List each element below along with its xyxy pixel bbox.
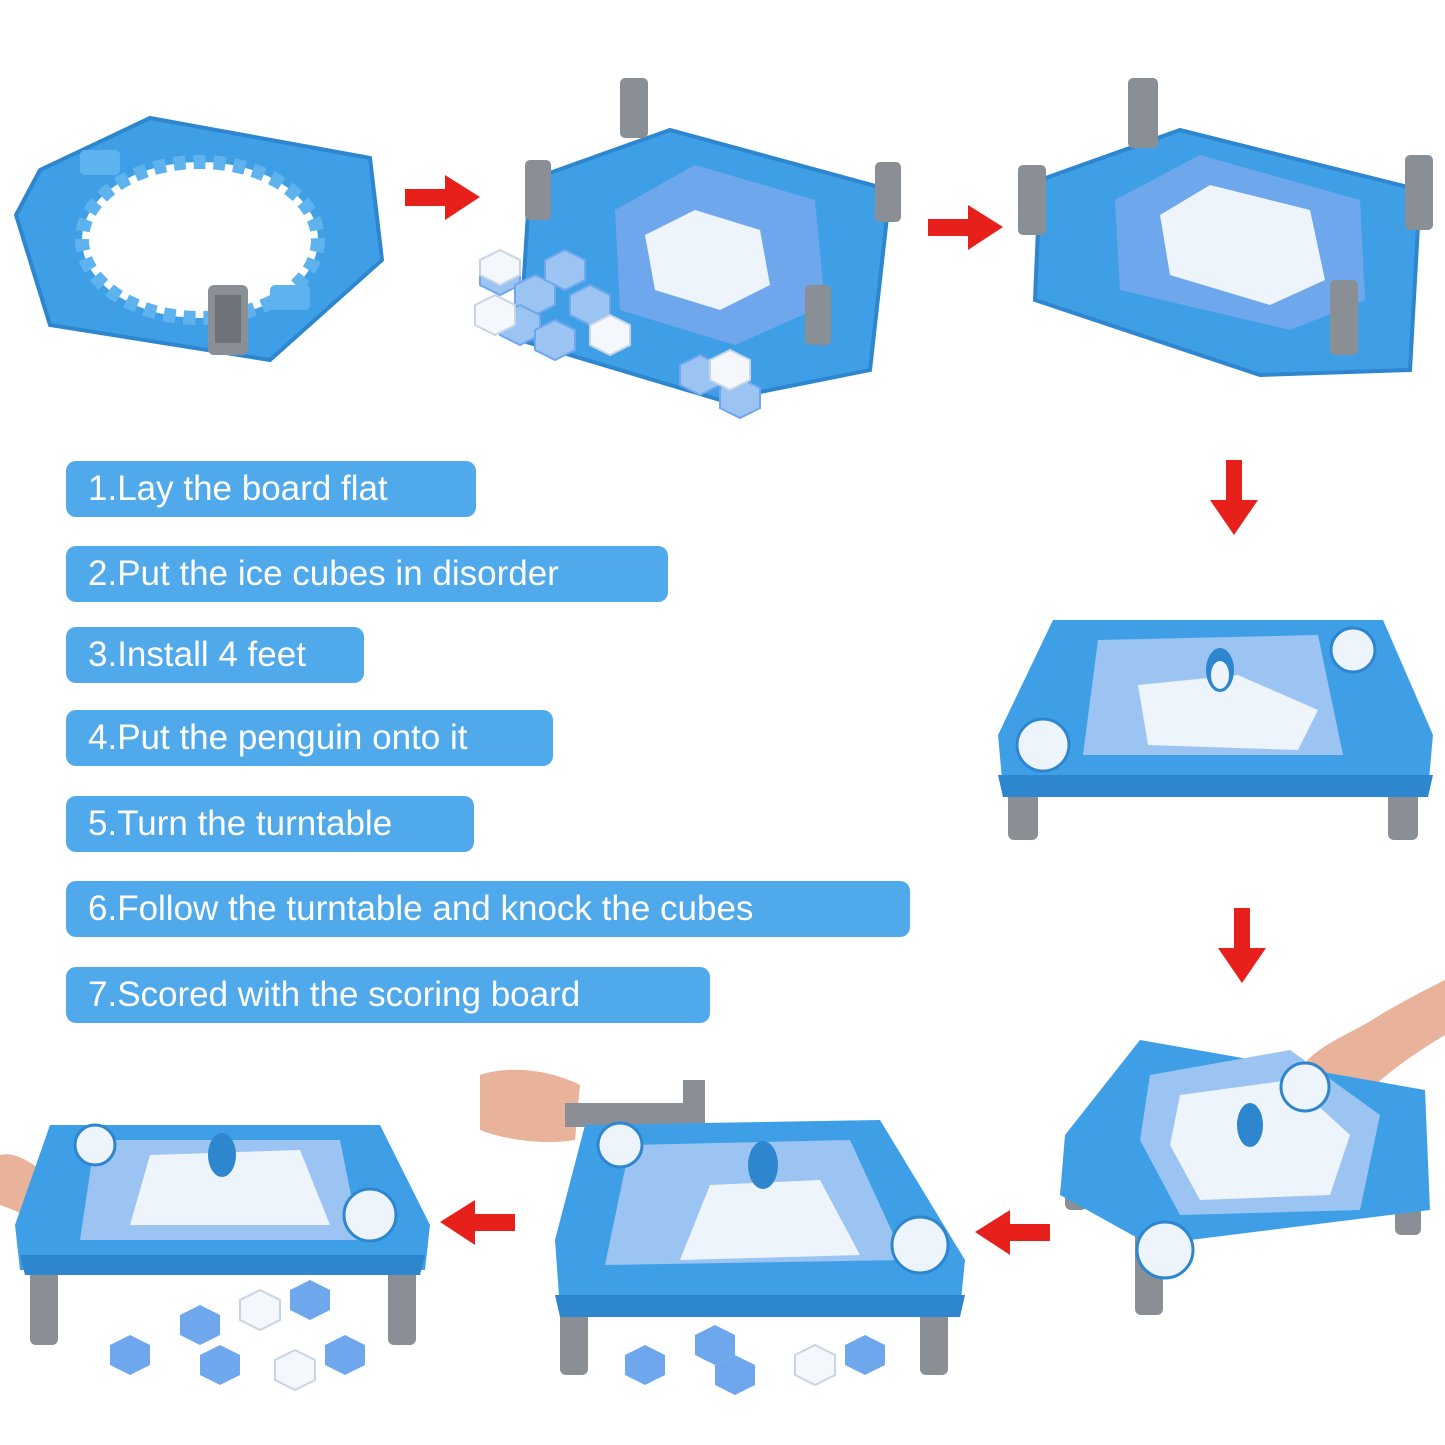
arrow-left-icon	[975, 1210, 1050, 1255]
step-1-label: 1.Lay the board flat	[66, 461, 476, 517]
arrow-left-icon	[440, 1200, 515, 1245]
step-5-label: 5.Turn the turntable	[66, 796, 474, 852]
step-2-label: 2.Put the ice cubes in disorder	[66, 546, 668, 602]
arrow-right-icon	[928, 205, 1003, 250]
photo-ice-cubes-in-disorder	[474, 78, 901, 420]
photo-penguin-on-board	[998, 620, 1433, 840]
step-6-label: 6.Follow the turntable and knock the cub…	[66, 881, 910, 937]
step-4-label: 4.Put the penguin onto it	[66, 710, 553, 766]
photo-turn-turntable	[1060, 980, 1445, 1315]
arrow-down-icon	[1218, 908, 1266, 983]
photo-scoring-board	[0, 1123, 430, 1392]
photo-knock-cubes	[480, 1069, 965, 1395]
photo-board-flat	[13, 115, 385, 363]
step-7-label: 7.Scored with the scoring board	[66, 967, 710, 1023]
photo-install-feet	[1018, 78, 1433, 378]
arrow-right-icon	[405, 175, 480, 220]
arrow-down-icon	[1210, 460, 1258, 535]
step-3-label: 3.Install 4 feet	[66, 627, 364, 683]
